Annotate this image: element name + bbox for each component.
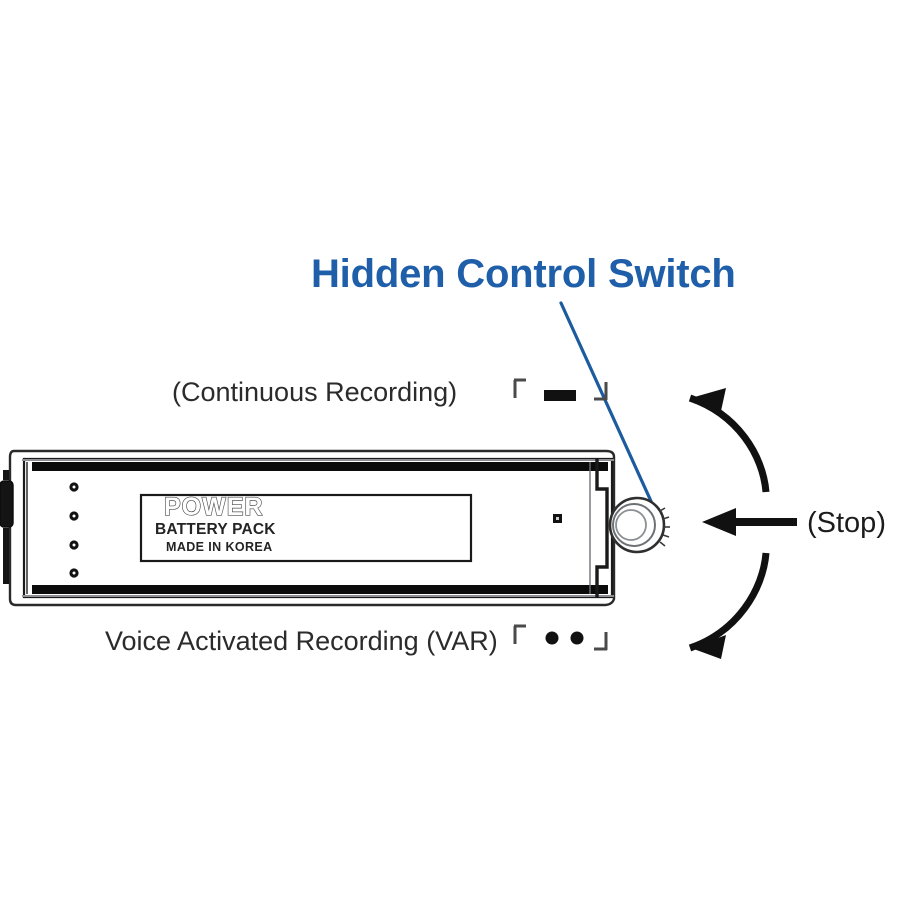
mode-continuous-label: (Continuous Recording) [172,377,457,407]
var-bracket-open [513,624,526,644]
mode-stop-label: (Stop) [807,507,886,539]
arrowhead [691,635,726,659]
vent-hole-group [69,482,79,578]
callout-title: Hidden Control Switch [311,252,736,296]
label-plate-line-2: BATTERY PACK [155,521,276,538]
device-switch-bay-outline [595,459,609,597]
label-plate: POWER BATTERY PACK MADE IN KOREA [139,492,473,563]
device-body: POWER BATTERY PACK MADE IN KOREA [0,449,670,607]
device-top-rail-highlight [22,459,614,461]
device-bottom-rail-highlight [22,595,614,597]
curved-arrow-to-var [688,552,770,659]
straight-arrow-to-stop [702,508,797,536]
arrowhead [702,508,736,536]
device-top-rail [32,462,608,471]
hidden-control-switch-knob[interactable] [608,496,670,554]
mode-var-label: Voice Activated Recording (VAR) [105,626,498,656]
label-plate-border [139,493,473,563]
label-plate-brand: POWER [164,493,263,521]
var-marker-dot [570,631,584,645]
label-plate-line-3: MADE IN KOREA [166,540,273,554]
curved-arrow-to-continuous [688,388,770,493]
arrowhead [691,388,726,411]
knob-mid-ring [612,503,656,547]
var-marker-dot [545,631,559,645]
connector-tab [0,470,14,584]
callout-leader-line [559,301,662,523]
var-bracket-close [594,632,608,651]
knob-knurl [659,507,670,547]
knob-inner-ring [615,509,647,541]
mode-var-group: Voice Activated Recording (VAR) [105,624,608,656]
continuous-bracket-open [513,378,526,398]
device-bottom-rail [32,585,608,594]
continuous-marker-bar [544,390,576,401]
mode-continuous-group: (Continuous Recording) [172,377,608,407]
screw-hole [553,514,562,523]
continuous-bracket-close [594,382,608,401]
